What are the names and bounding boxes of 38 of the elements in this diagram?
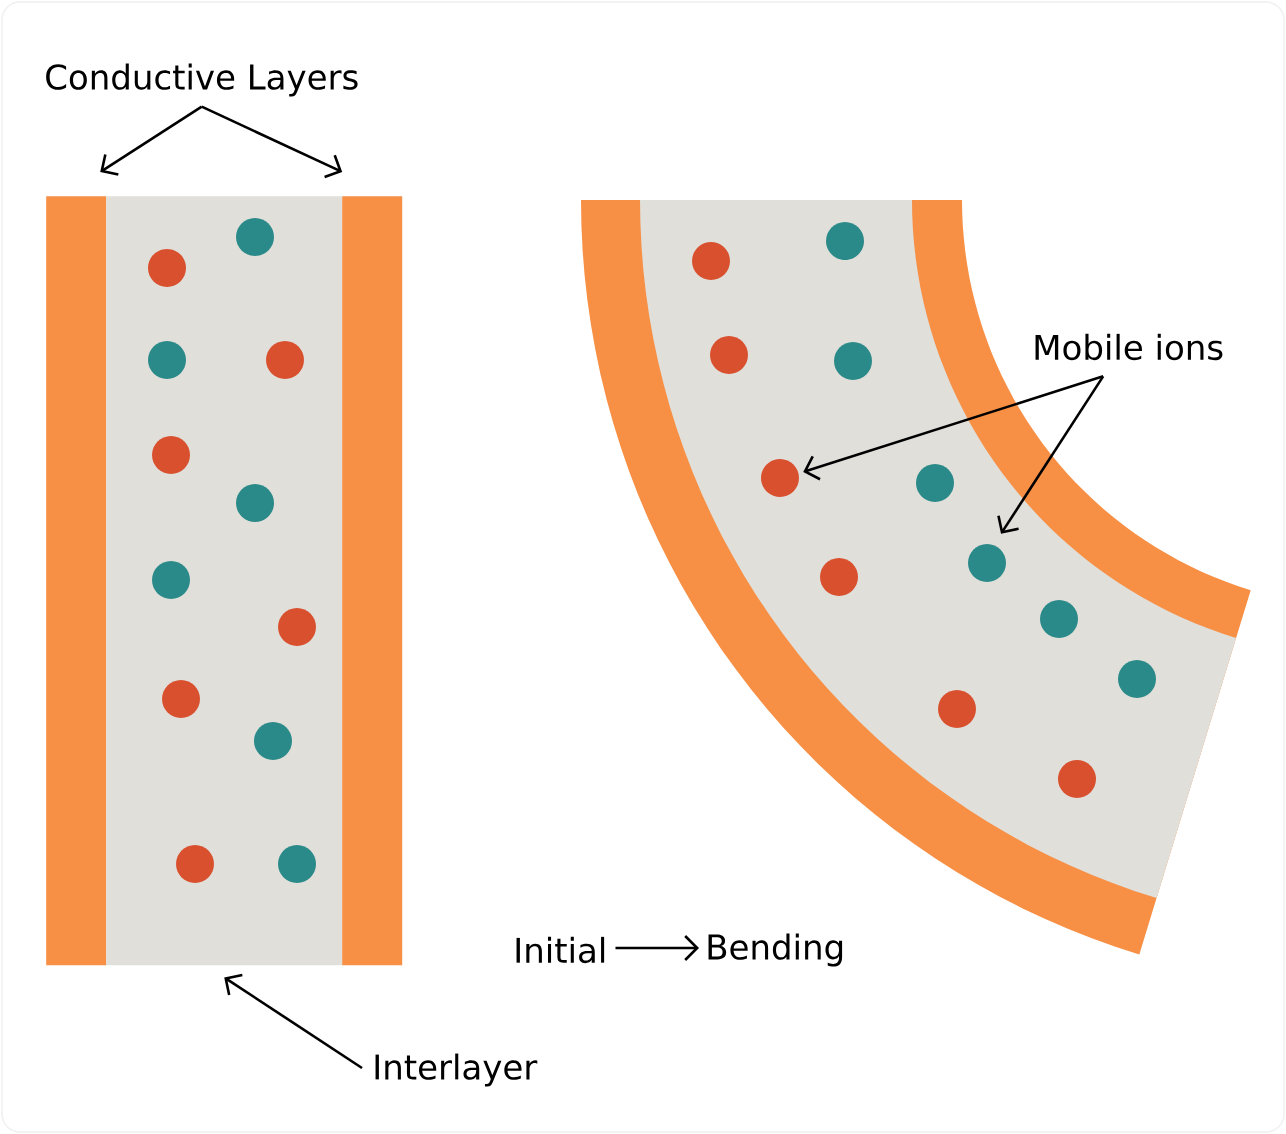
ion-dot [761,459,799,497]
arrow [803,375,1104,481]
ion-dot [820,558,858,596]
ion-dot [162,680,200,718]
ion-dot [968,544,1006,582]
layer-band [106,196,343,966]
ion-dot [278,608,316,646]
ion-dot [152,561,190,599]
ion-dot [938,690,976,728]
ion-dot [176,845,214,883]
ion-dot [692,242,730,280]
arrow [615,935,699,961]
label-text: Bending [708,933,843,967]
ion-dot [834,342,872,380]
ion-dot [1040,600,1078,638]
ion-dot [236,218,274,256]
ion-dot [710,336,748,374]
ion-dot [1118,660,1156,698]
arrow [201,105,343,179]
label-text: Mobile ions [1035,333,1223,361]
arrow [100,105,203,176]
label-text: Conductive Layers [46,63,358,97]
label-text: Interlayer [375,1053,538,1087]
ion-dot [826,222,864,260]
label-text: Initial [516,936,605,964]
layer-band [342,196,403,966]
ion-dot [254,722,292,760]
layer-band [46,196,107,966]
ion-dot [152,436,190,474]
ion-dot [278,845,316,883]
ion-dot [916,464,954,502]
ion-dot [266,341,304,379]
arrow [997,375,1105,534]
arrow [224,973,363,1070]
ion-dot [148,249,186,287]
ion-dot [236,484,274,522]
ion-dot [148,341,186,379]
ion-dot [1058,760,1096,798]
